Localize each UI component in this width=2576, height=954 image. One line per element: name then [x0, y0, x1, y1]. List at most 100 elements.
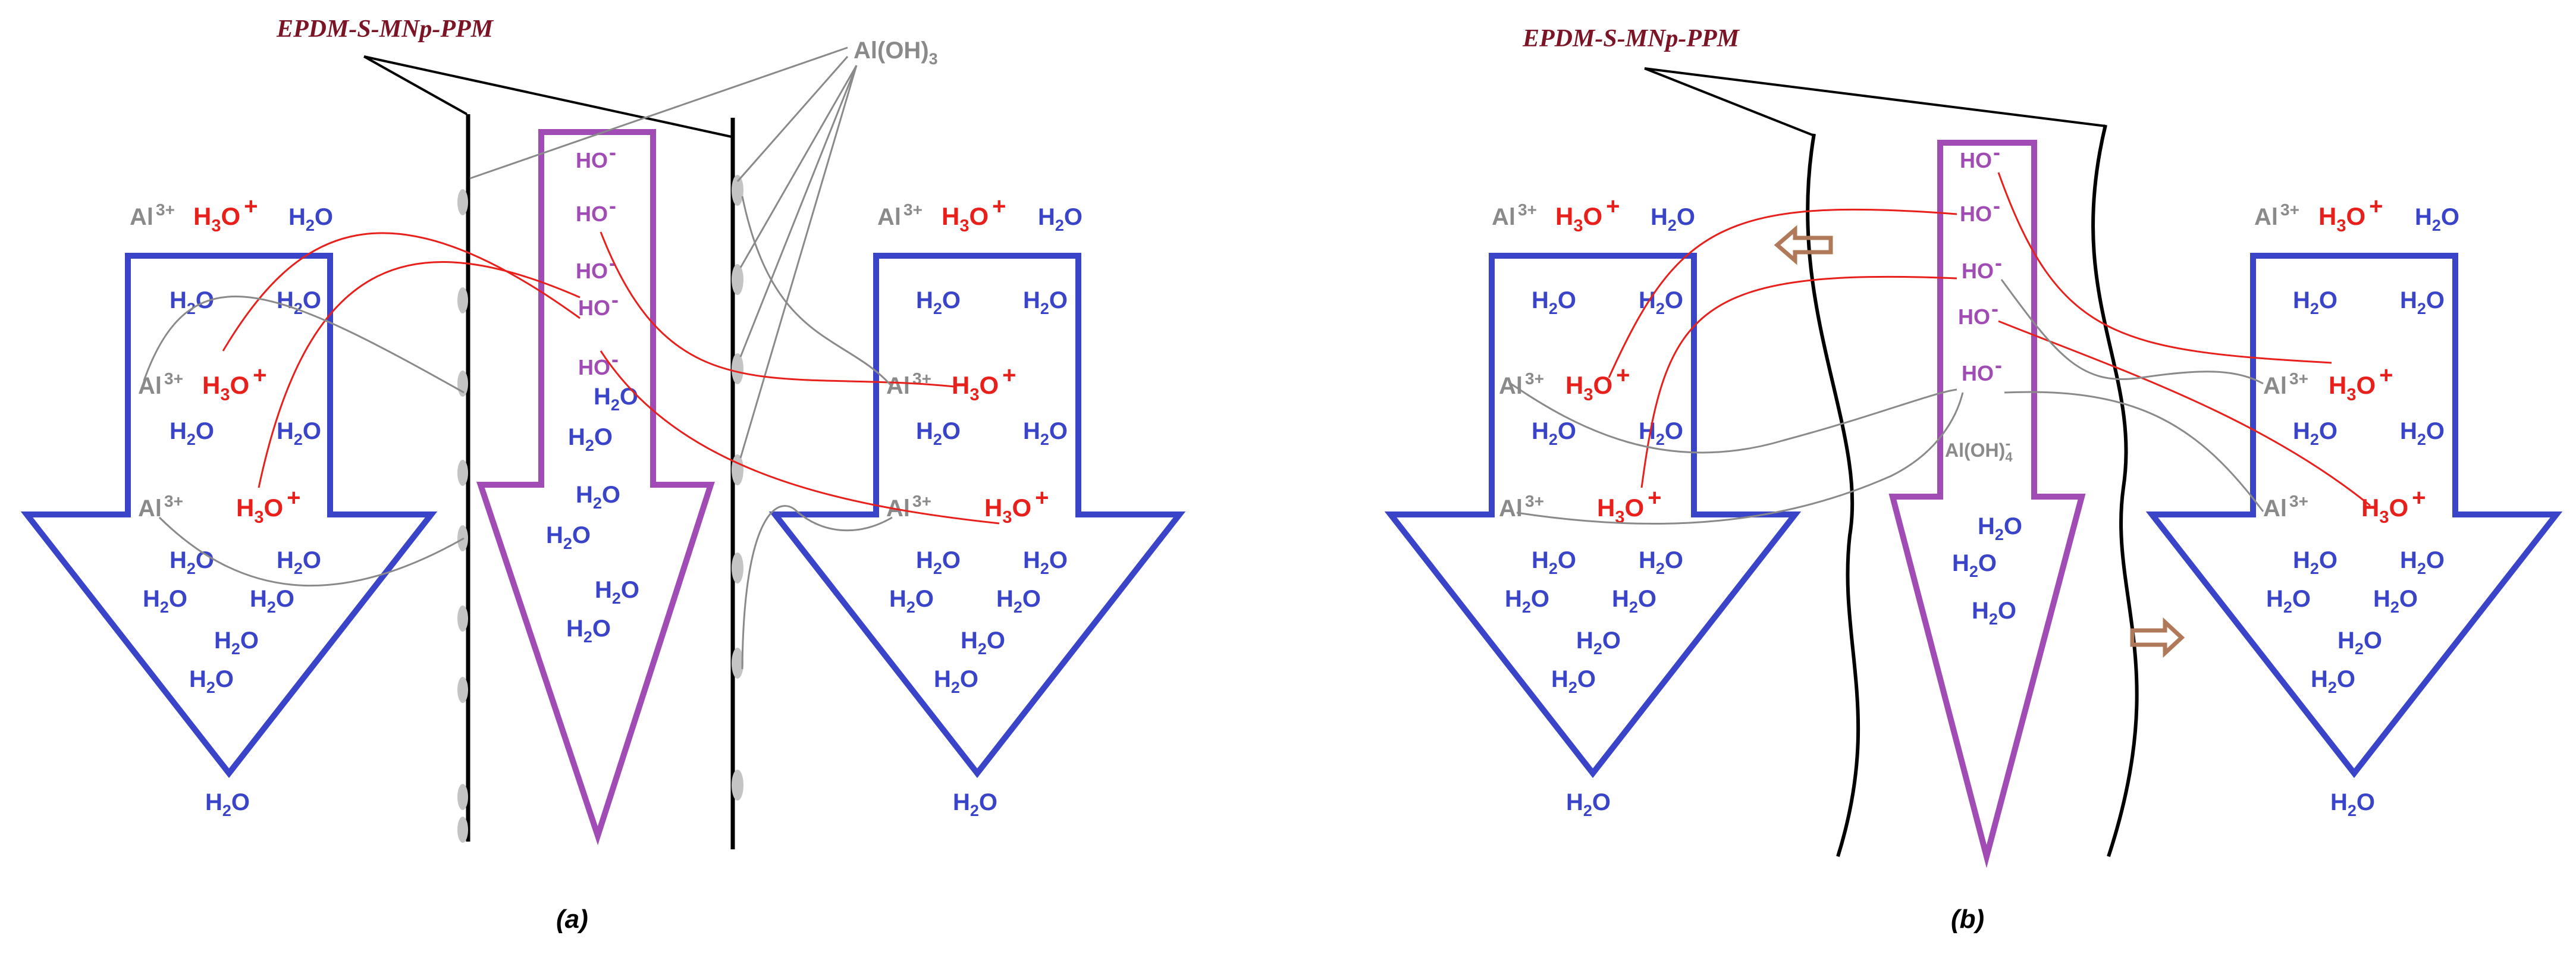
hydroxide-label: HO- [578, 287, 619, 320]
subscript: 2 [2355, 640, 2364, 658]
formula-part: H [2266, 586, 2283, 612]
subscript: 2 [906, 598, 915, 616]
precipitate-pointer [469, 46, 848, 180]
formula-part: H [916, 418, 933, 444]
formula-part: Al [138, 373, 162, 399]
aluminum-hydroxide-deposit [732, 454, 743, 485]
hydroxide-label: HO- [1962, 353, 2002, 385]
formula-part: H [189, 666, 206, 692]
formula-part: H [996, 586, 1014, 612]
proton-exchange-line [1997, 172, 2332, 364]
subscript: 3 [1583, 385, 1593, 404]
subscript: 3 [2379, 508, 2389, 527]
aluminum-hydroxide-deposit [732, 648, 743, 679]
charge: - [611, 287, 619, 312]
formula-part: H [1505, 586, 1522, 612]
hydroxide-label: HO- [576, 140, 616, 172]
hydronium-label: H3O+ [2329, 362, 2393, 404]
formula-part: H [143, 586, 160, 612]
water-label: H2O [1532, 287, 1576, 318]
subscript: 2 [1583, 802, 1592, 820]
formula-part: Al [138, 495, 162, 522]
formula-part: H [934, 666, 951, 692]
formula-part: O [1022, 586, 1041, 612]
subscript: 2 [187, 431, 196, 448]
charge: + [1002, 362, 1016, 388]
water-label: H2O [1532, 547, 1576, 578]
formula-part: H [916, 287, 933, 313]
water-label: H2O [934, 666, 978, 696]
hydronium-label: H3O+ [2361, 485, 2426, 527]
aluminum-transport-line [741, 505, 893, 670]
subscript: 2 [2417, 431, 2426, 448]
aluminum-hydroxide-deposit [732, 353, 743, 384]
formula-part: H [1566, 789, 1583, 815]
subscript: 2 [933, 300, 942, 318]
formula-part: O [215, 666, 234, 692]
formula-part: H [170, 418, 187, 444]
water-label: H2O [566, 616, 611, 646]
water-label: H2O [2400, 547, 2445, 578]
formula-part: H [2330, 789, 2348, 815]
formula-part: H [2415, 204, 2432, 230]
charge: 3+ [2289, 369, 2308, 388]
charge: + [253, 362, 266, 388]
formula-part: O [1665, 287, 1683, 313]
formula-part: O [960, 666, 978, 692]
subscript: 2 [1040, 431, 1049, 448]
formula-part: O [1049, 418, 1068, 444]
subscript: 3 [220, 385, 230, 404]
formula-part: H [595, 577, 612, 603]
subscript: 2 [267, 598, 276, 616]
formula-part: HO [576, 148, 608, 172]
subscript: 2 [2310, 560, 2319, 578]
subscript: 2 [1593, 640, 1602, 658]
water-label: H2O [1651, 204, 1695, 234]
water-label: H2O [250, 586, 294, 616]
subscript: 2 [294, 560, 303, 578]
formula-part: H [277, 287, 294, 313]
water-label: H2O [2330, 789, 2375, 820]
formula-part: O [1558, 287, 1576, 313]
formula-part: HO [576, 202, 608, 226]
aluminate-label: Al(OH)4- [1945, 434, 2013, 465]
subscript: 2 [187, 560, 196, 578]
formula-part: H [2293, 287, 2310, 313]
subscript: 2 [2310, 300, 2319, 318]
formula-part: O [969, 202, 989, 230]
water-label: H2O [576, 482, 620, 512]
subscript: 2 [231, 640, 240, 658]
formula-part: H [594, 384, 611, 410]
subscript: 2 [1522, 598, 1531, 616]
formula-part: O [196, 547, 214, 573]
subscript: 2 [1989, 610, 1998, 628]
hydroxide-label: HO- [578, 347, 619, 379]
hydronium-label: H3O+ [1597, 485, 1662, 527]
formula-part: O [303, 287, 321, 313]
hydroxide-label: HO- [1958, 296, 1998, 329]
water-label: H2O [2337, 627, 2382, 658]
formula-part: H [942, 202, 959, 230]
formula-part: H [1532, 418, 1549, 444]
aluminum-hydroxide-deposit [457, 784, 468, 810]
formula-part: H [2329, 371, 2346, 399]
formula-part: O [2399, 586, 2418, 612]
charge: + [287, 485, 300, 511]
formula-part: O [1049, 287, 1068, 313]
formula-part: H [1555, 202, 1573, 230]
water-label: H2O [1566, 789, 1611, 820]
formula-part: Al [1492, 204, 1516, 230]
formula-part: Al [886, 373, 910, 399]
formula-part: H [1597, 494, 1615, 522]
formula-part: H [1023, 287, 1040, 313]
aluminum-hydroxide-deposit [732, 770, 743, 801]
charge: 3+ [164, 369, 183, 388]
formula-part: O [315, 204, 333, 230]
water-label: H2O [594, 384, 638, 414]
formula-part: H [250, 586, 267, 612]
formula-part: O [602, 482, 620, 508]
water-label: H2O [546, 522, 591, 553]
formula-part: O [621, 577, 639, 603]
